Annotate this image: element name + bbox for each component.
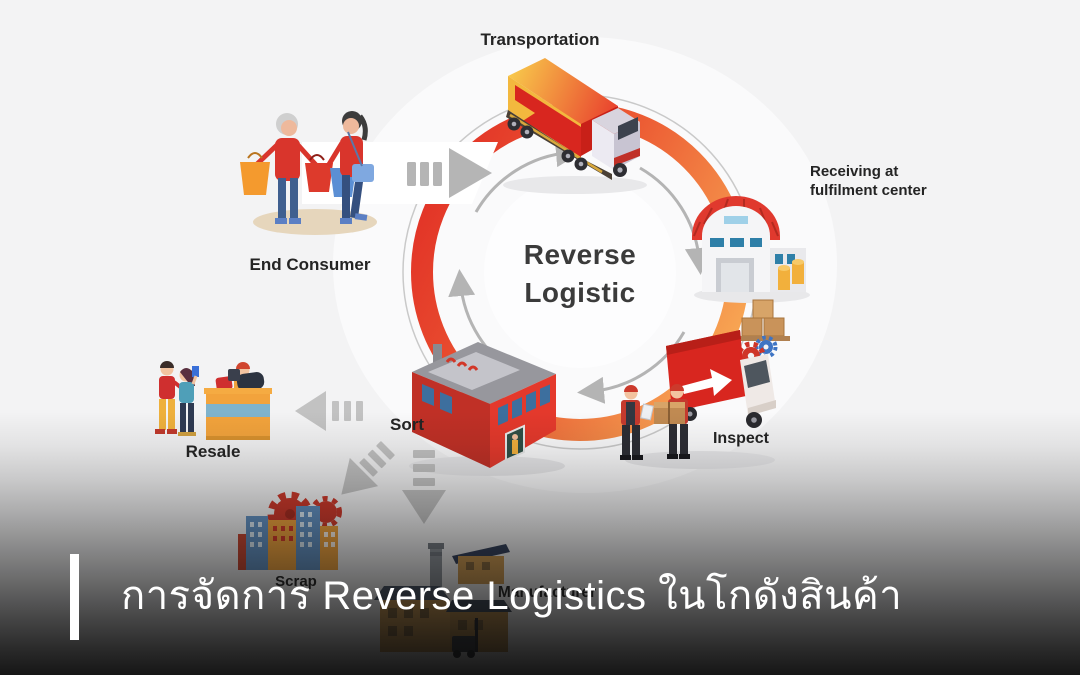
inspect-label: Inspect <box>713 430 770 447</box>
title-accent-bar <box>70 554 79 640</box>
resale-label: Resale <box>186 442 241 461</box>
transportation-label: Transportation <box>480 30 599 49</box>
cycle-title-line1: Reverse <box>524 239 636 270</box>
cycle-title-line2: Logistic <box>524 277 635 308</box>
resale-illustration <box>155 361 272 440</box>
scrap-illustration <box>238 491 342 570</box>
arrow-sort-to-scrap-icon <box>341 441 395 495</box>
receiving-label-line1: Receiving at <box>810 163 898 180</box>
arrow-sort-to-resale-icon <box>295 391 363 431</box>
end-consumer-illustration <box>240 111 377 235</box>
receiving-label-line2: fulfilment center <box>810 182 927 199</box>
end-consumer-label: End Consumer <box>250 255 371 274</box>
page-title: การจัดการ Reverse Logistics ในโกดังสินค้… <box>121 574 903 618</box>
sort-label: Sort <box>390 415 424 434</box>
cycle-inner-circle <box>484 176 676 368</box>
